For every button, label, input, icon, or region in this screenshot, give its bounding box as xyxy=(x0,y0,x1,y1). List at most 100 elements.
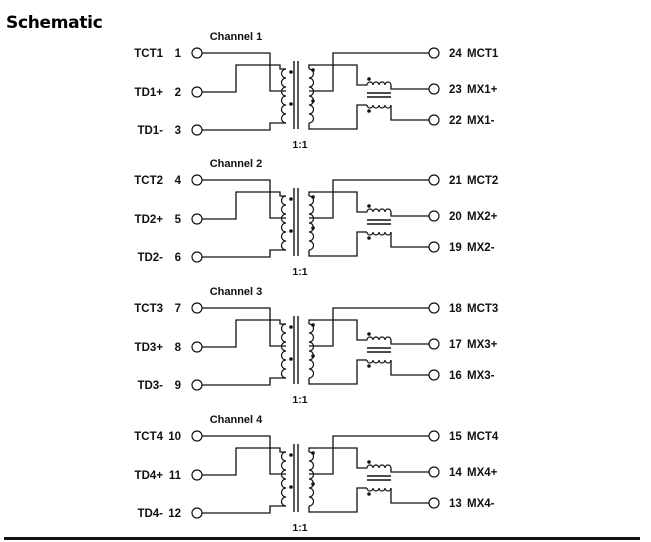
wire xyxy=(202,179,286,219)
secondary-winding xyxy=(308,451,315,507)
polarity-dot xyxy=(367,236,371,240)
wire xyxy=(308,64,367,86)
polarity-dot xyxy=(367,332,371,336)
wire xyxy=(202,64,286,93)
pin-terminal xyxy=(191,47,203,59)
turns-ratio-label: 1:1 xyxy=(292,522,307,534)
right-pin-label: MCT3 xyxy=(467,303,498,315)
wire xyxy=(202,307,286,347)
pin-terminal xyxy=(191,430,203,442)
wire xyxy=(390,468,429,473)
choke-winding xyxy=(366,104,392,109)
polarity-dot xyxy=(367,109,371,113)
choke-winding xyxy=(366,336,392,341)
polarity-dot xyxy=(311,99,315,103)
pin-terminal xyxy=(428,466,440,478)
pin-terminal xyxy=(428,241,440,253)
left-pin-number: 3 xyxy=(175,125,181,137)
left-pin-number: 11 xyxy=(169,470,182,482)
pin-terminal xyxy=(428,83,440,95)
pin-terminal xyxy=(428,47,440,59)
left-pin-label: TCT4 xyxy=(134,431,163,443)
wire xyxy=(202,122,286,131)
polarity-dot xyxy=(367,77,371,81)
right-pin-number: 24 xyxy=(449,48,462,60)
secondary-winding xyxy=(308,68,315,124)
primary-winding xyxy=(280,195,287,251)
wire xyxy=(202,52,286,92)
secondary-winding xyxy=(308,195,315,251)
left-pin-label: TD3+ xyxy=(135,342,164,354)
polarity-dot xyxy=(367,204,371,208)
right-pin-number: 22 xyxy=(449,115,462,127)
polarity-dot xyxy=(311,226,315,230)
turns-ratio-label: 1:1 xyxy=(292,394,307,406)
bottom-rule xyxy=(4,537,640,540)
choke-winding xyxy=(366,359,392,364)
choke-winding xyxy=(366,464,392,469)
right-pin-number: 13 xyxy=(449,498,462,510)
right-pin-number: 18 xyxy=(449,303,462,315)
polarity-dot xyxy=(367,364,371,368)
wire xyxy=(390,85,429,90)
right-pin-number: 17 xyxy=(449,339,462,351)
pin-terminal xyxy=(191,507,203,519)
schematic-heading: Schematic xyxy=(6,13,103,33)
channel-title: Channel 1 xyxy=(210,31,263,43)
polarity-dot xyxy=(289,453,293,457)
pin-terminal xyxy=(428,338,440,350)
right-pin-label: MCT2 xyxy=(467,175,498,187)
polarity-dot xyxy=(289,357,293,361)
right-pin-label: MX4+ xyxy=(467,467,498,479)
left-pin-number: 8 xyxy=(175,342,182,354)
right-pin-number: 14 xyxy=(449,467,462,479)
wire xyxy=(202,505,286,514)
polarity-dot xyxy=(311,195,315,199)
primary-winding xyxy=(280,68,287,124)
pin-terminal xyxy=(191,86,203,98)
left-pin-number: 2 xyxy=(175,87,181,99)
choke-winding xyxy=(366,81,392,86)
polarity-dot xyxy=(311,323,315,327)
pin-terminal xyxy=(191,379,203,391)
pin-terminal xyxy=(428,210,440,222)
pin-terminal xyxy=(191,124,203,136)
wire xyxy=(308,319,367,341)
polarity-dot xyxy=(289,229,293,233)
right-pin-number: 16 xyxy=(449,370,462,382)
wire xyxy=(390,488,429,504)
wire xyxy=(390,212,429,217)
wire xyxy=(202,377,286,386)
right-pin-label: MX2+ xyxy=(467,211,498,223)
right-pin-label: MX3+ xyxy=(467,339,498,351)
channel-title: Channel 4 xyxy=(210,414,263,426)
polarity-dot xyxy=(289,485,293,489)
pin-terminal xyxy=(191,213,203,225)
left-pin-label: TD2+ xyxy=(135,214,164,226)
pin-terminal xyxy=(191,251,203,263)
wire xyxy=(202,249,286,258)
left-pin-label: TD4+ xyxy=(135,470,164,482)
right-pin-label: MX4- xyxy=(467,498,495,510)
right-pin-label: MX2- xyxy=(467,242,495,254)
turns-ratio-label: 1:1 xyxy=(292,139,307,151)
right-pin-label: MCT1 xyxy=(467,48,499,60)
right-pin-number: 20 xyxy=(449,211,462,223)
wire xyxy=(390,360,429,376)
polarity-dot xyxy=(289,325,293,329)
pin-terminal xyxy=(191,174,203,186)
wire xyxy=(309,435,429,475)
wire xyxy=(308,104,367,130)
right-pin-number: 23 xyxy=(449,84,462,96)
polarity-dot xyxy=(311,482,315,486)
pin-terminal xyxy=(428,430,440,442)
left-pin-label: TD2- xyxy=(137,252,163,264)
wire xyxy=(308,487,367,513)
wire xyxy=(202,319,286,348)
choke-winding xyxy=(366,208,392,213)
pin-terminal xyxy=(428,369,440,381)
wire xyxy=(202,447,286,476)
